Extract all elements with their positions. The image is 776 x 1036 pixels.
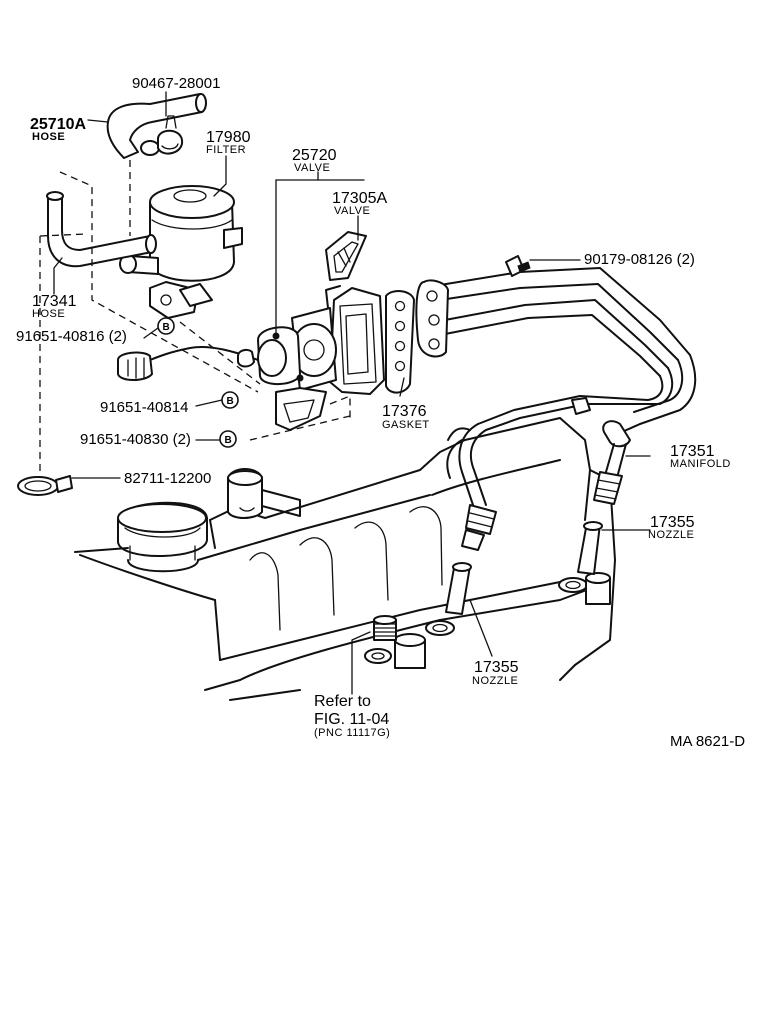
figure-code: MA 8621-D: [670, 733, 745, 750]
part-name-17355-right: NOZZLE: [648, 529, 694, 541]
part-number-90179: 90179-08126 (2): [584, 251, 695, 268]
part-number-17376: 17376: [382, 403, 427, 420]
part-name-17351: MANIFOLD: [670, 458, 731, 470]
badge-letter: B: [227, 396, 234, 407]
gasket: [385, 290, 415, 394]
badge-letter: B: [163, 322, 170, 333]
part-number-17341: 17341: [32, 293, 77, 310]
bolt-90179: [505, 255, 531, 277]
label-82711: 82711-12200: [124, 470, 211, 487]
label-17355-bottom: 17355 NOZZLE: [472, 659, 519, 687]
label-17341: 17341 HOSE: [32, 293, 77, 320]
label-90179: 90179-08126 (2): [584, 251, 695, 268]
part-number-17355-right: 17355: [650, 514, 695, 531]
label-91651-40830: 91651-40830 (2) B: [80, 430, 237, 448]
engine-head-illustration: [74, 417, 616, 701]
part-name-17305A: VALVE: [334, 205, 370, 217]
part-number-91651-40830: 91651-40830 (2): [80, 431, 191, 448]
part-number-90467: 90467-28001: [132, 75, 220, 92]
part-number-17355-bottom: 17355: [474, 659, 519, 676]
air-valve-assembly: [117, 285, 385, 431]
hose-17341: [46, 191, 157, 268]
part-name-25720: VALVE: [294, 162, 330, 174]
reed-valve: [325, 231, 367, 281]
part-name-17355-bottom: NOZZLE: [472, 675, 518, 687]
nozzle-bottom: [445, 562, 472, 615]
badge-letter: B: [225, 435, 232, 446]
label-17980: 17980 FILTER: [206, 129, 251, 156]
label-17351: 17351 MANIFOLD: [670, 443, 731, 470]
clamp-82711: [17, 475, 73, 496]
reference-line-2: FIG. 11-04: [314, 711, 389, 728]
nozzle-right: [577, 521, 603, 575]
part-number-25720: 25720: [292, 147, 337, 164]
label-90467: 90467-28001: [132, 75, 220, 92]
part-number-17305A: 17305A: [332, 190, 387, 207]
manifold-pipes: [415, 267, 697, 551]
part-number-82711: 82711-12200: [124, 470, 211, 487]
part-number-17980: 17980: [206, 129, 251, 146]
badge-b-icon: [157, 317, 175, 335]
label-25720: 25720 VALVE: [292, 147, 337, 174]
hose-25710A: [106, 93, 207, 159]
part-name-25710A: HOSE: [32, 131, 65, 143]
part-name-17980: FILTER: [206, 144, 246, 156]
part-number-91651-40816: 91651-40816 (2): [16, 328, 127, 345]
part-number-25710A: 25710A: [30, 116, 86, 133]
dashed-guides: [39, 160, 351, 472]
part-number-91651-40814: 91651-40814: [100, 399, 188, 416]
label-17376: 17376 GASKET: [382, 403, 430, 431]
part-name-17341: HOSE: [32, 308, 65, 320]
reference-line-3: (PNC 11117G): [314, 727, 390, 739]
reference-line-1: Refer to: [314, 693, 371, 710]
part-number-17351: 17351: [670, 443, 715, 460]
label-17355-right: 17355 NOZZLE: [648, 514, 695, 541]
part-name-17376: GASKET: [382, 419, 430, 431]
reference-note: Refer to FIG. 11-04 (PNC 11117G): [314, 693, 390, 739]
label-25710A: 25710A HOSE: [30, 116, 86, 143]
label-91651-40816: 91651-40816 (2) B: [16, 317, 175, 345]
clamp-90467: [157, 115, 184, 155]
label-91651-40814: 91651-40814 B: [100, 391, 239, 416]
leader-lines: [53, 91, 651, 695]
air-filter: [119, 185, 243, 319]
label-17305A: 17305A VALVE: [332, 190, 387, 217]
badge-b-icon: [221, 391, 239, 409]
badge-b-icon: [219, 430, 237, 448]
